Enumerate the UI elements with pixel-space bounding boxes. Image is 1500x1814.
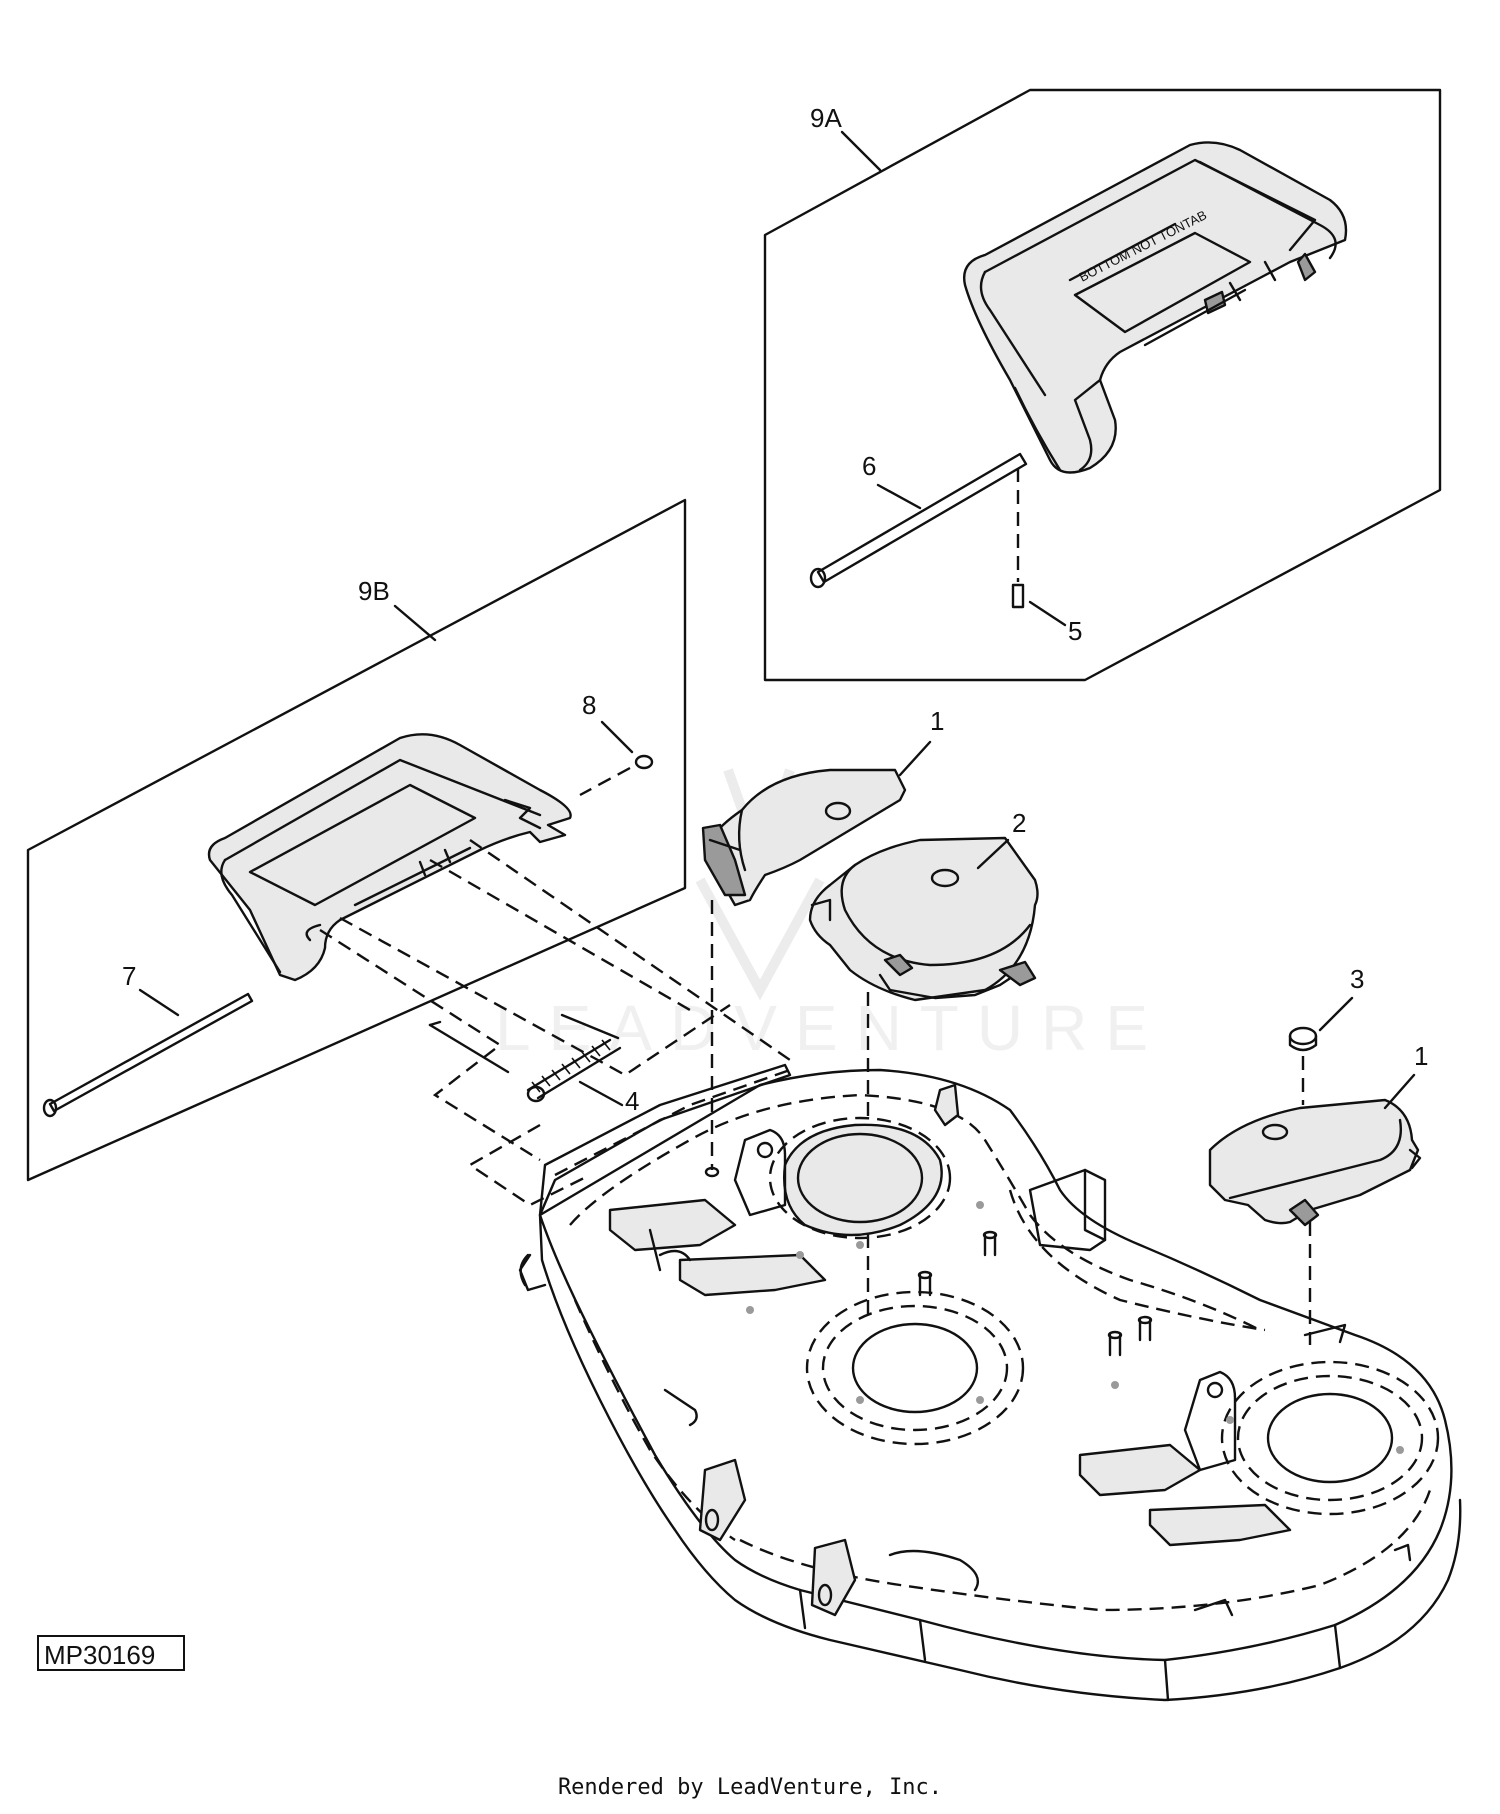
rod-6 <box>809 452 1028 589</box>
blade-cover-1-right <box>1208 1098 1422 1227</box>
leader-3 <box>1318 996 1354 1032</box>
group-9b: 9B 8 7 <box>26 498 791 1207</box>
rod-7 <box>42 992 254 1118</box>
bushing-3 <box>1288 1026 1318 1052</box>
callout-8: 8 <box>582 690 596 720</box>
figure-id: MP30169 <box>37 1635 185 1671</box>
washer-8 <box>634 754 654 770</box>
callout-5: 5 <box>1068 616 1082 646</box>
dash-9b-e <box>467 1123 591 1207</box>
callout-9a: 9A <box>810 103 842 133</box>
dash-9b-a <box>319 928 541 1162</box>
dash-9b-b <box>339 916 731 1077</box>
leader-9b <box>393 604 437 642</box>
callout-9b: 9B <box>358 576 390 606</box>
dash-8 <box>579 766 631 797</box>
clip-5 <box>1011 583 1025 609</box>
leader-5 <box>1028 600 1067 627</box>
callout-4: 4 <box>625 1086 639 1116</box>
callout-3: 3 <box>1350 964 1364 994</box>
leader-8 <box>600 720 634 754</box>
mulch-cover-9a: BOTTOM NOT TONTAB <box>963 141 1348 474</box>
spring-4 <box>428 1013 622 1103</box>
callout-2: 2 <box>1012 808 1026 838</box>
watermark-logo: LEADVENTURE <box>495 768 1166 1064</box>
leader-4 <box>578 1080 624 1107</box>
figure-id-text: MP30169 <box>44 1640 155 1670</box>
watermark-text: LEADVENTURE <box>495 992 1166 1064</box>
leader-2 <box>976 838 1010 870</box>
callout-1-right: 1 <box>1414 1041 1428 1071</box>
group-9a: 9A BOTTOM NOT TONTAB 6 5 <box>763 88 1442 682</box>
mulch-cover-9b <box>207 733 572 982</box>
leader-6 <box>876 483 922 510</box>
leader-1-right <box>1383 1073 1416 1110</box>
callout-7: 7 <box>122 961 136 991</box>
footer-credit: Rendered by LeadVenture, Inc. <box>557 1775 943 1800</box>
callout-1-top: 1 <box>930 706 944 736</box>
dash-9b-d <box>429 858 691 1012</box>
leader-1-top <box>898 740 932 777</box>
leader-9a <box>840 130 882 172</box>
group-9a-frame <box>763 88 1442 682</box>
leader-7 <box>138 988 180 1017</box>
group-9b-frame <box>26 498 687 1182</box>
blade-cover-2 <box>808 836 1039 1002</box>
mower-deck <box>518 1063 1462 1702</box>
blade-cover-1-top <box>701 768 907 907</box>
callout-6: 6 <box>862 451 876 481</box>
